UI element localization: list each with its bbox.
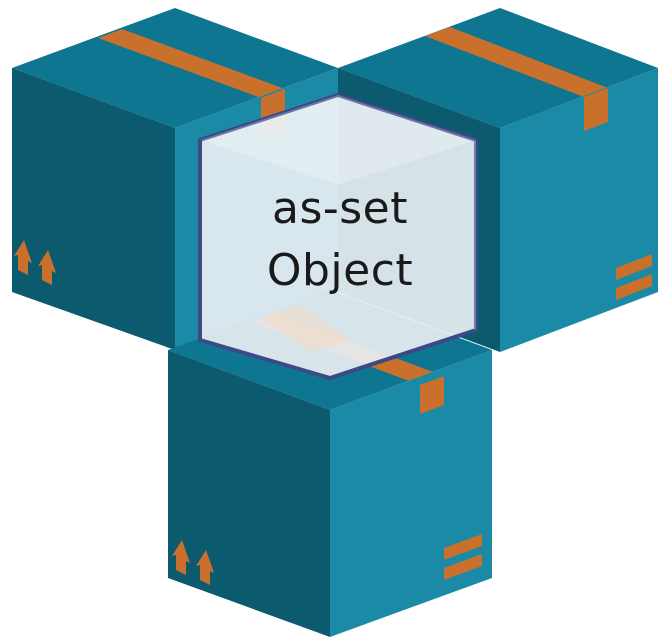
bottom-box-tape-front (420, 376, 444, 414)
right-box-right-face (500, 68, 658, 352)
left-box-left-face (12, 68, 175, 350)
bottom-box-up-arrows-icon (172, 540, 214, 585)
as-set-object-label: as-set Object (200, 178, 480, 302)
left-box-up-arrows-icon (14, 240, 56, 285)
right-box-handling-bars-icon (616, 254, 652, 300)
right-box-tape-top (425, 27, 608, 97)
left-box-tape-top (98, 29, 285, 98)
hexagon-shape (198, 92, 478, 381)
bottom-box-handling-bars-icon (444, 534, 482, 580)
center-hexagon (198, 92, 478, 381)
hexagon-right-facet (338, 140, 476, 330)
bottom-box-icon (168, 290, 492, 637)
hexagon-top-facet (200, 95, 476, 185)
label-line-1: as-set (271, 183, 408, 234)
label-line-2: Object (266, 245, 414, 296)
hexagon-tape-ghost (262, 305, 350, 352)
right-box-top (338, 8, 658, 128)
right-box-tape-front (584, 88, 608, 131)
